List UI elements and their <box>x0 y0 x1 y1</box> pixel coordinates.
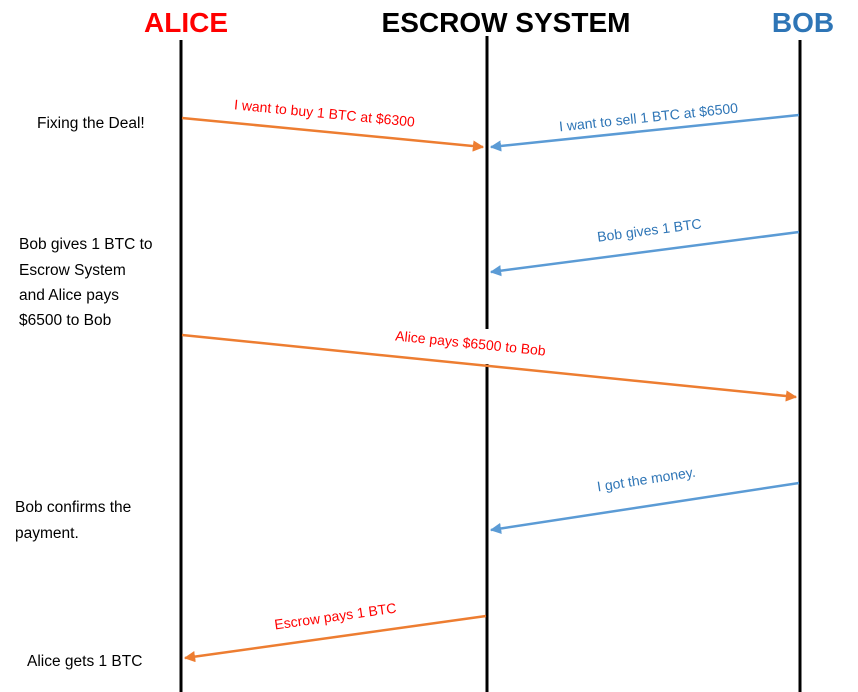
bob-header: BOB <box>772 7 834 38</box>
message-arrow-escrow-pays <box>183 614 487 663</box>
step-note-exchange-line: $6500 to Bob <box>19 312 111 329</box>
message-arrow-alice-pays <box>181 333 798 402</box>
step-note-exchange-line: Bob gives 1 BTC to <box>19 236 153 253</box>
message-label-escrow-pays: Escrow pays 1 BTC <box>273 600 397 633</box>
message-label-bob-gives: Bob gives 1 BTC <box>596 215 702 244</box>
step-note-confirm-line: payment. <box>15 525 79 542</box>
step-note-exchange-line: Escrow System <box>19 262 126 279</box>
alice-header: ALICE <box>144 7 228 38</box>
step-note-fixing-deal: Fixing the Deal! <box>37 115 145 132</box>
step-note-alice-gets: Alice gets 1 BTC <box>27 653 142 670</box>
message-label-alice-pays: Alice pays $6500 to Bob <box>395 327 547 358</box>
message-label-bob-sell: I want to sell 1 BTC at $6500 <box>558 100 739 135</box>
step-note-confirm-line: Bob confirms the <box>15 499 131 516</box>
escrow-header: ESCROW SYSTEM <box>382 7 631 38</box>
step-note-exchange-line: and Alice pays <box>19 287 119 304</box>
escrow-lifeline-gap <box>484 329 490 364</box>
message-arrow-bob-gives <box>489 230 800 277</box>
step-note-confirm: Bob confirms the payment. <box>15 499 136 542</box>
message-label-bob-confirms: I got the money. <box>596 464 697 495</box>
step-note-exchange: Bob gives 1 BTC to Escrow System and Ali… <box>19 236 157 329</box>
message-arrow-alice-buy <box>181 116 485 152</box>
message-arrow-bob-confirms <box>489 481 800 535</box>
message-arrow-bob-sell <box>489 113 800 152</box>
